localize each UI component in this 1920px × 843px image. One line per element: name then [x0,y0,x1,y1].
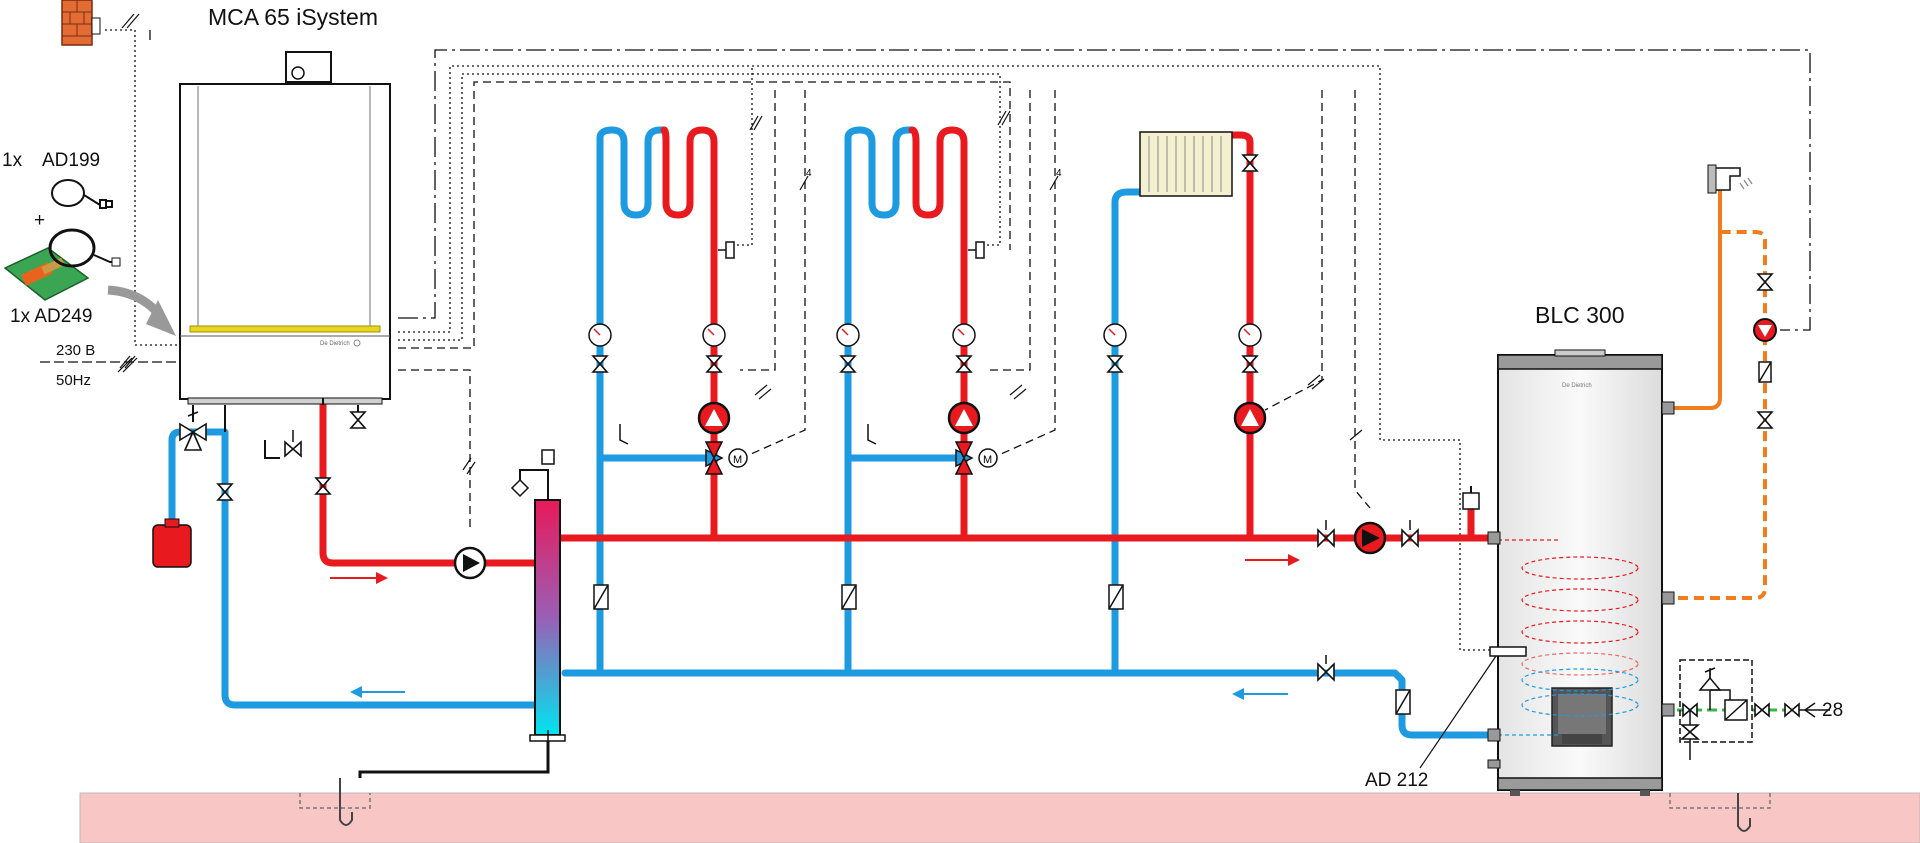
dhw-pipes [1662,190,1767,600]
voltage-label: 230 B [56,342,96,359]
cable-icon [51,179,113,209]
cylinder-label: BLC 300 [1535,302,1625,328]
flow-arrows [330,554,1300,700]
ad199-label: AD199 [42,150,101,171]
sensor-label: AD 212 [1365,770,1429,791]
sensor-icon [1419,646,1527,769]
boiler-label: MCA 65 iSystem [208,4,378,30]
ad199-quantity-label: 1x [2,150,23,171]
safety-valve-icon [179,410,207,451]
heating-coil [1498,539,1639,676]
dhw-cylinder: De Dietrich [1497,349,1663,796]
arrow-icon [146,300,176,336]
pump-icon [697,401,731,435]
floor [79,778,1920,843]
drain-trap-icon [1737,793,1751,832]
valve-icon [216,154,1800,740]
power-line [40,355,180,369]
pump-icon [453,546,487,580]
cable-marks [117,13,1363,475]
boiler-brand-label: De Dietrich [320,341,350,347]
cylinder-connections [1487,401,1675,769]
drain-trap-icon [339,778,353,826]
frequency-label: 50Hz [56,372,92,389]
pump-icon [1233,401,1267,435]
mixing-valve-icon: M [954,441,998,475]
return-coil [1498,668,1639,736]
mixing-valve-icon: M [704,441,748,475]
control-board-icon [3,228,121,301]
pump-icon [947,401,981,435]
cylinder-brand-label: De Dietrich [1562,383,1592,389]
boiler: De Dietrich [179,51,391,405]
check-valve-icon [593,361,1772,715]
ad249-label: 1x AD249 [10,306,93,327]
pump-icon [1353,521,1387,555]
tap-icon [1707,164,1753,194]
plus-label: + [34,210,46,231]
low-loss-header-icon [358,449,566,778]
cable-count-label: 4 [806,168,812,179]
bypass-icon [619,424,877,445]
valve-stems [292,430,1411,745]
radiator-icon [1139,131,1233,197]
expansion-vessel-icon [152,518,192,568]
wall-sensor-icon [61,0,101,46]
brand-logo-icon [353,339,361,347]
pump-icon [1753,318,1777,342]
gauge-needles [593,328,1251,336]
cold-feed-label: 28 [1822,700,1844,721]
supply-pipes [319,126,1497,567]
gauge-icon [588,323,1262,347]
thermostat-icon [718,241,985,259]
svg-text:M: M [733,454,742,466]
air-vent-icon [1462,486,1480,510]
safety-group [1679,659,1816,743]
boiler-connections [192,398,359,459]
cable-count-label: 4 [1056,168,1062,179]
svg-text:M: M [983,454,992,466]
